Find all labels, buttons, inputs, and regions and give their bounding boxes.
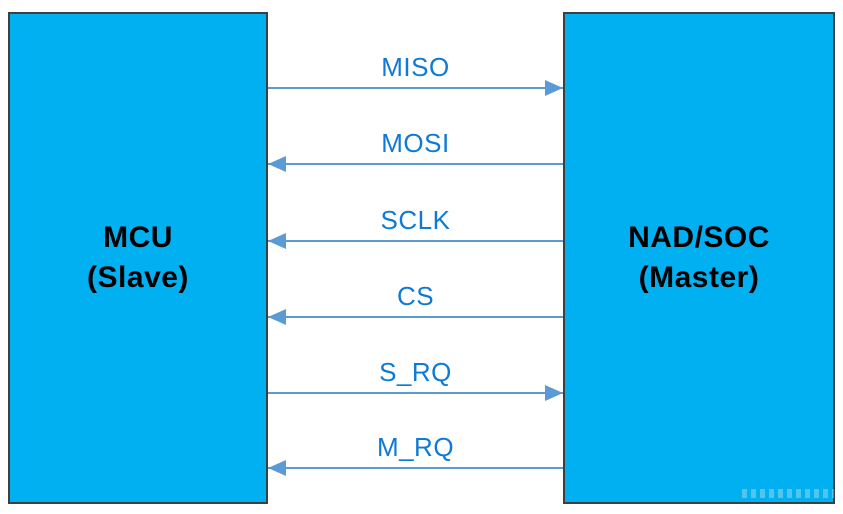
arrowhead-icon: [268, 233, 286, 249]
mcu-slave-box: MCU (Slave): [8, 12, 268, 504]
signal-row-miso: MISO: [268, 45, 563, 96]
signal-arrow-line: [268, 156, 563, 172]
arrowhead-icon: [268, 460, 286, 476]
signal-arrow-line: [268, 80, 563, 96]
arrowhead-icon: [268, 309, 286, 325]
signal-row-cs: CS: [268, 274, 563, 325]
signal-label: CS: [396, 281, 435, 311]
arrowhead-icon: [268, 156, 286, 172]
signal-arrow-line: [268, 309, 563, 325]
signal-arrow-line: [268, 233, 563, 249]
nad-soc-box-subtitle: (Master): [638, 261, 760, 294]
arrowhead-icon: [545, 80, 563, 96]
mcu-box-title: MCU: [103, 220, 173, 254]
signal-row-m_rq: M_RQ: [268, 425, 563, 476]
signal-arrow-line: [268, 460, 563, 476]
signal-row-s_rq: S_RQ: [268, 350, 563, 401]
signal-label: SCLK: [380, 205, 451, 235]
signal-row-mosi: MOSI: [268, 121, 563, 172]
signal-label: M_RQ: [376, 432, 455, 462]
nad-soc-master-box: NAD/SOC (Master): [563, 12, 835, 504]
signal-label: MISO: [381, 52, 450, 82]
signal-arrow-line: [268, 385, 563, 401]
arrowhead-icon: [545, 385, 563, 401]
signals-area: MISO MOSI SCLK CS S_RQ M_RQ: [268, 0, 563, 514]
mcu-box-subtitle: (Slave): [87, 261, 189, 294]
signal-row-sclk: SCLK: [268, 198, 563, 249]
nad-soc-box-title: NAD/SOC: [628, 220, 770, 254]
signal-label: MOSI: [381, 128, 450, 158]
signal-label: S_RQ: [379, 357, 452, 387]
